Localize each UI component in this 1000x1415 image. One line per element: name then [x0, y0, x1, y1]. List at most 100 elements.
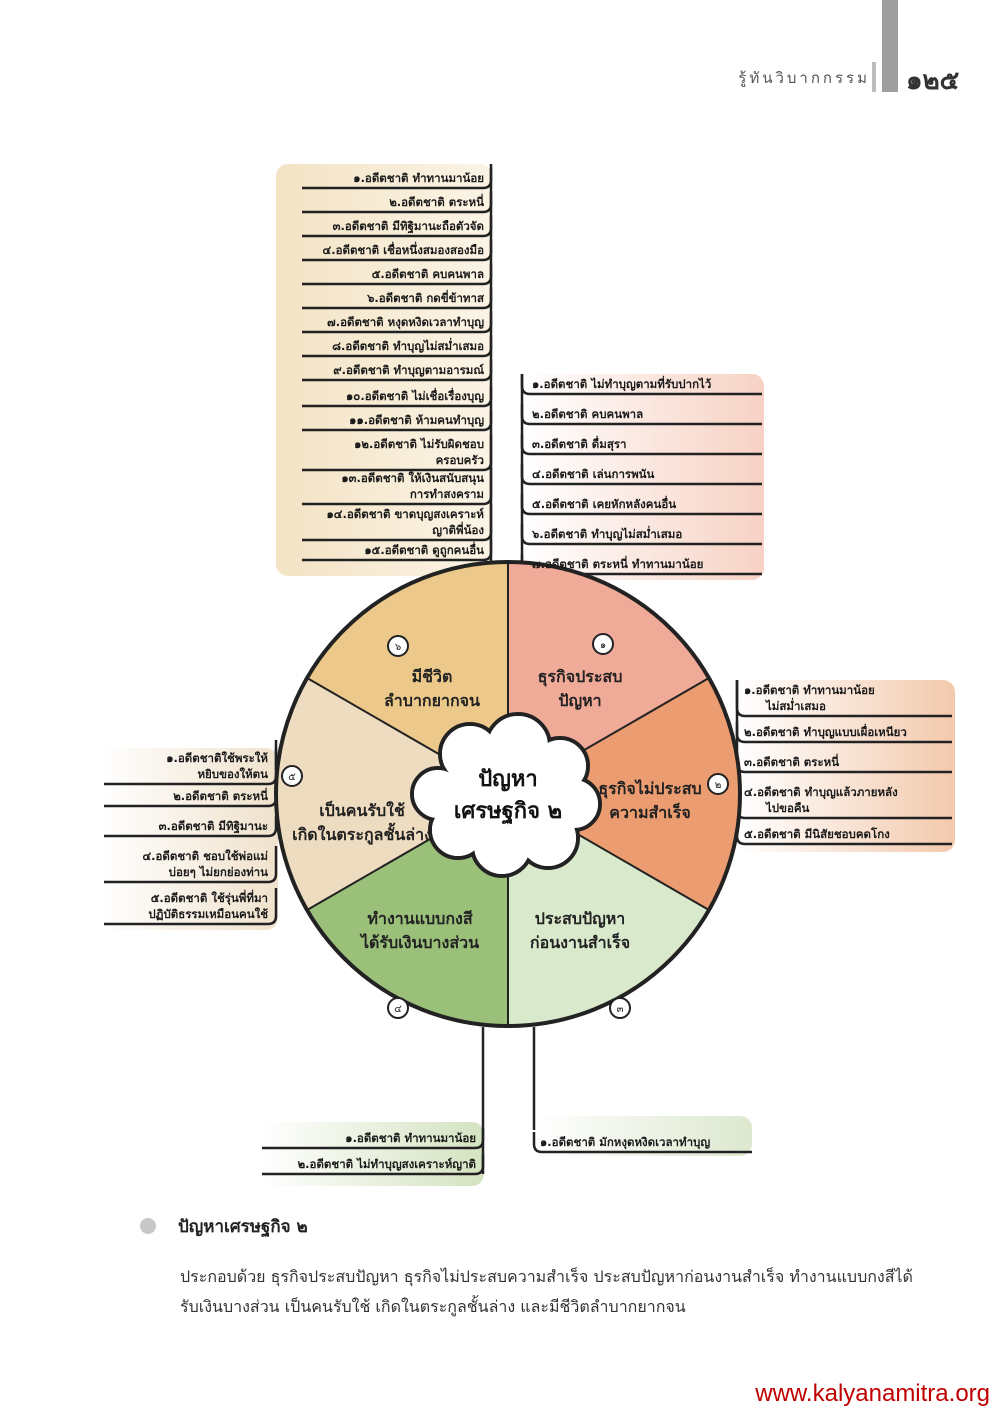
branch-underline	[302, 312, 493, 334]
branch-panel	[260, 1122, 484, 1186]
branch-underline	[520, 434, 762, 456]
segment-number-badge-3	[609, 997, 631, 1019]
branch-underline	[302, 264, 493, 286]
section-bullet	[140, 1218, 156, 1234]
branch-item: ๓.อดีตชาติ มีทิฐิมานะถือตัวจัด	[333, 219, 484, 234]
branch-item: ๙.อดีตชาติ ทำบุญตามอารมณ์	[333, 363, 484, 378]
branch-item: ๑๑.อดีตชาติ ห้ามคนทำบุญ	[349, 413, 484, 428]
branch-underline	[735, 680, 952, 718]
branch-underline	[302, 360, 493, 382]
branch-item: ๒.อดีตชาติ คบคนพาล	[532, 407, 643, 421]
segment-number-4: ๔	[394, 1004, 402, 1015]
segment-number-badge-5	[281, 765, 303, 787]
branch-underline	[302, 240, 493, 262]
branch-panel	[522, 374, 764, 580]
center-cloud	[410, 712, 602, 878]
center-title: ปัญหาเศรษฐกิจ ๒	[454, 767, 562, 825]
branch-item: ๑.อดีตชาติ ทำทานมาน้อยไม่สม่ำเสมอ	[744, 683, 875, 713]
branch-underline	[262, 1128, 485, 1150]
branch-underline	[520, 374, 762, 396]
branch-underline	[104, 846, 278, 884]
segment-number-1: ๑	[600, 640, 606, 651]
branch-underline	[302, 434, 493, 472]
branch-item: ๑.อดีตชาติ ทำทานมาน้อย	[345, 1131, 476, 1145]
section-body-text: ประกอบด้วย ธุรกิจประสบปัญหา ธุรกิจไม่ประ…	[180, 1267, 913, 1316]
branch-item: ๖.อดีตชาติ ทำบุญไม่สม่ำเสมอ	[531, 525, 682, 542]
branch-underline	[104, 816, 278, 838]
running-title: รู้ทันวิบากกรรม	[738, 69, 870, 87]
branch-item: ๑๕.อดีตชาติ ดูถูกคนอื่น	[364, 541, 484, 558]
header-accent-thin	[872, 62, 876, 92]
branch-item: ๑๔.อดีตชาติ ขาดบุญสงเคราะห์ญาติพี่น้อง	[327, 507, 485, 537]
branch-item: ๕.อดีตชาติ คบคนพาล	[372, 267, 484, 281]
branch-item: ๑๐.อดีตชาติ ไม่เชื่อเรื่องบุญ	[346, 387, 484, 404]
wheel-segment-label-3: ประสบปัญหาก่อนงานสำเร็จ	[530, 909, 630, 952]
branch-underline	[302, 410, 493, 432]
branch-item: ๓.อดีตชาติ มีทิฐิมานะ	[159, 819, 268, 834]
wheel-segment-label-6: มีชีวิตลำบากยากจน	[384, 667, 480, 710]
branch-item: ๑.อดีตชาติ ไม่ทำบุญตามที่รับปากไว้	[532, 375, 711, 392]
branch-item: ๒.อดีตชาติ ไม่ทำบุญสงเคราะห์ญาติ	[298, 1157, 476, 1172]
branch-underline	[302, 504, 493, 542]
website-url[interactable]: www.kalyanamitra.org	[755, 1380, 990, 1407]
segment-number-badge-1	[592, 633, 614, 655]
branch-item: ๒.อดีตชาติ ตระหนี่	[389, 193, 484, 209]
branch-item: ๒.อดีตชาติ ทำบุญแบบเผื่อเหนียว	[744, 723, 907, 740]
branch-underline	[735, 722, 952, 744]
mind-map-diagram: ธุรกิจประสบปัญหา ๑ธุรกิจไม่ประสบความสำเร็…	[100, 164, 955, 1186]
wheel-segment-label-1: ธุรกิจประสบปัญหา	[538, 667, 623, 711]
branch-item: ๔.อดีตชาติ ทำบุญแล้วภายหลังไปขอคืน	[744, 785, 898, 815]
branch-underline	[302, 540, 493, 562]
branch-item: ๑๓.อดีตชาติ ให้เงินสนับสนุนการทำสงคราม	[341, 471, 484, 501]
branch-item: ๔.อดีตชาติ เชื่อหนึ่งสมองสองมือ	[323, 241, 485, 257]
branch-underline	[104, 888, 278, 926]
segment-number-badge-4	[387, 997, 409, 1019]
branch-panel	[534, 1116, 752, 1156]
branch-underline	[302, 192, 493, 214]
section-title: ปัญหาเศรษฐกิจ ๒	[178, 1217, 308, 1237]
branch-underline	[520, 524, 762, 546]
branch-underline	[262, 1154, 485, 1176]
segment-number-badge-2	[707, 773, 729, 795]
branch-item: ๒.อดีตชาติ ตระหนี่	[173, 787, 268, 803]
branch-panel	[737, 680, 955, 852]
branch-item: ๗.อดีตชาติ หงุดหงิดเวลาทำบุญ	[327, 315, 484, 330]
branch-item: ๕.อดีตชาติ มีนิสัยชอบคดโกง	[744, 826, 890, 841]
branch-item: ๕.อดีตชาติ เคยหักหลังคนอื่น	[532, 495, 676, 511]
branch-item: ๔.อดีตชาติ ชอบใช้พ่อแม่บ่อยๆ ไม่ยกย่องท่…	[142, 849, 268, 879]
branch-underline	[532, 1132, 752, 1154]
wheel-segment-label-2: ธุรกิจไม่ประสบความสำเร็จ	[598, 779, 701, 822]
branch-underline	[302, 468, 493, 506]
branch-item: ๕.อดีตชาติ ใช้รุ่นพี่ที่มาปฏิบัติธรรมเหม…	[148, 889, 268, 921]
segment-number-5: ๕	[288, 772, 296, 783]
header-accent-bar	[882, 0, 898, 92]
branch-item: ๑.อดีตชาติ ทำทานมาน้อย	[353, 171, 484, 185]
branch-item: ๔.อดีตชาติ เล่นการพนัน	[532, 467, 655, 481]
segment-number-badge-6	[387, 635, 409, 657]
segment-number-3: ๓	[617, 1004, 624, 1015]
branch-item: ๓.อดีตชาติ ดื่มสุรา	[532, 435, 627, 452]
page-number: ๑๒๕	[906, 66, 960, 96]
branch-item: ๗.อดีตชาติ ตระหนี่ ทำทานมาน้อย	[532, 555, 703, 571]
branch-item: ๓.อดีตชาติ ตระหนี่	[744, 753, 839, 769]
branch-panel	[276, 164, 492, 576]
branch-item: ๑.อดีตชาติใช้พระให้หยิบของให้ตน	[166, 751, 268, 781]
wheel-segment-label-4: ทำงานแบบกงสีได้รับเงินบางส่วน	[359, 909, 479, 952]
branch-item: ๖.อดีตชาติ กดขี่ข้าทาส	[366, 289, 485, 305]
branch-underline	[302, 216, 493, 238]
branch-underline	[302, 288, 493, 310]
branch-underline	[302, 168, 493, 190]
branch-item: ๑๒.อดีตชาติ ไม่รับผิดชอบครอบครัว	[354, 437, 484, 467]
branch-item: ๘.อดีตชาติ ทำบุญไม่สม่ำเสมอ	[332, 337, 484, 354]
branch-panel	[100, 748, 278, 930]
branch-underline	[302, 336, 493, 358]
segment-number-6: ๖	[395, 642, 401, 653]
branch-underline	[520, 464, 762, 486]
segment-number-2: ๒	[715, 780, 722, 791]
wheel-segment-label-5: เป็นคนรับใช้เกิดในตระกูลชั้นล่าง	[292, 799, 432, 846]
branch-underline	[302, 386, 493, 408]
branch-underline	[520, 494, 762, 516]
branch-item: ๑.อดีตชาติ มักหงุดหงิดเวลาทำบุญ	[540, 1135, 710, 1150]
branch-underline	[520, 404, 762, 426]
wheel-outline	[274, 560, 742, 1028]
